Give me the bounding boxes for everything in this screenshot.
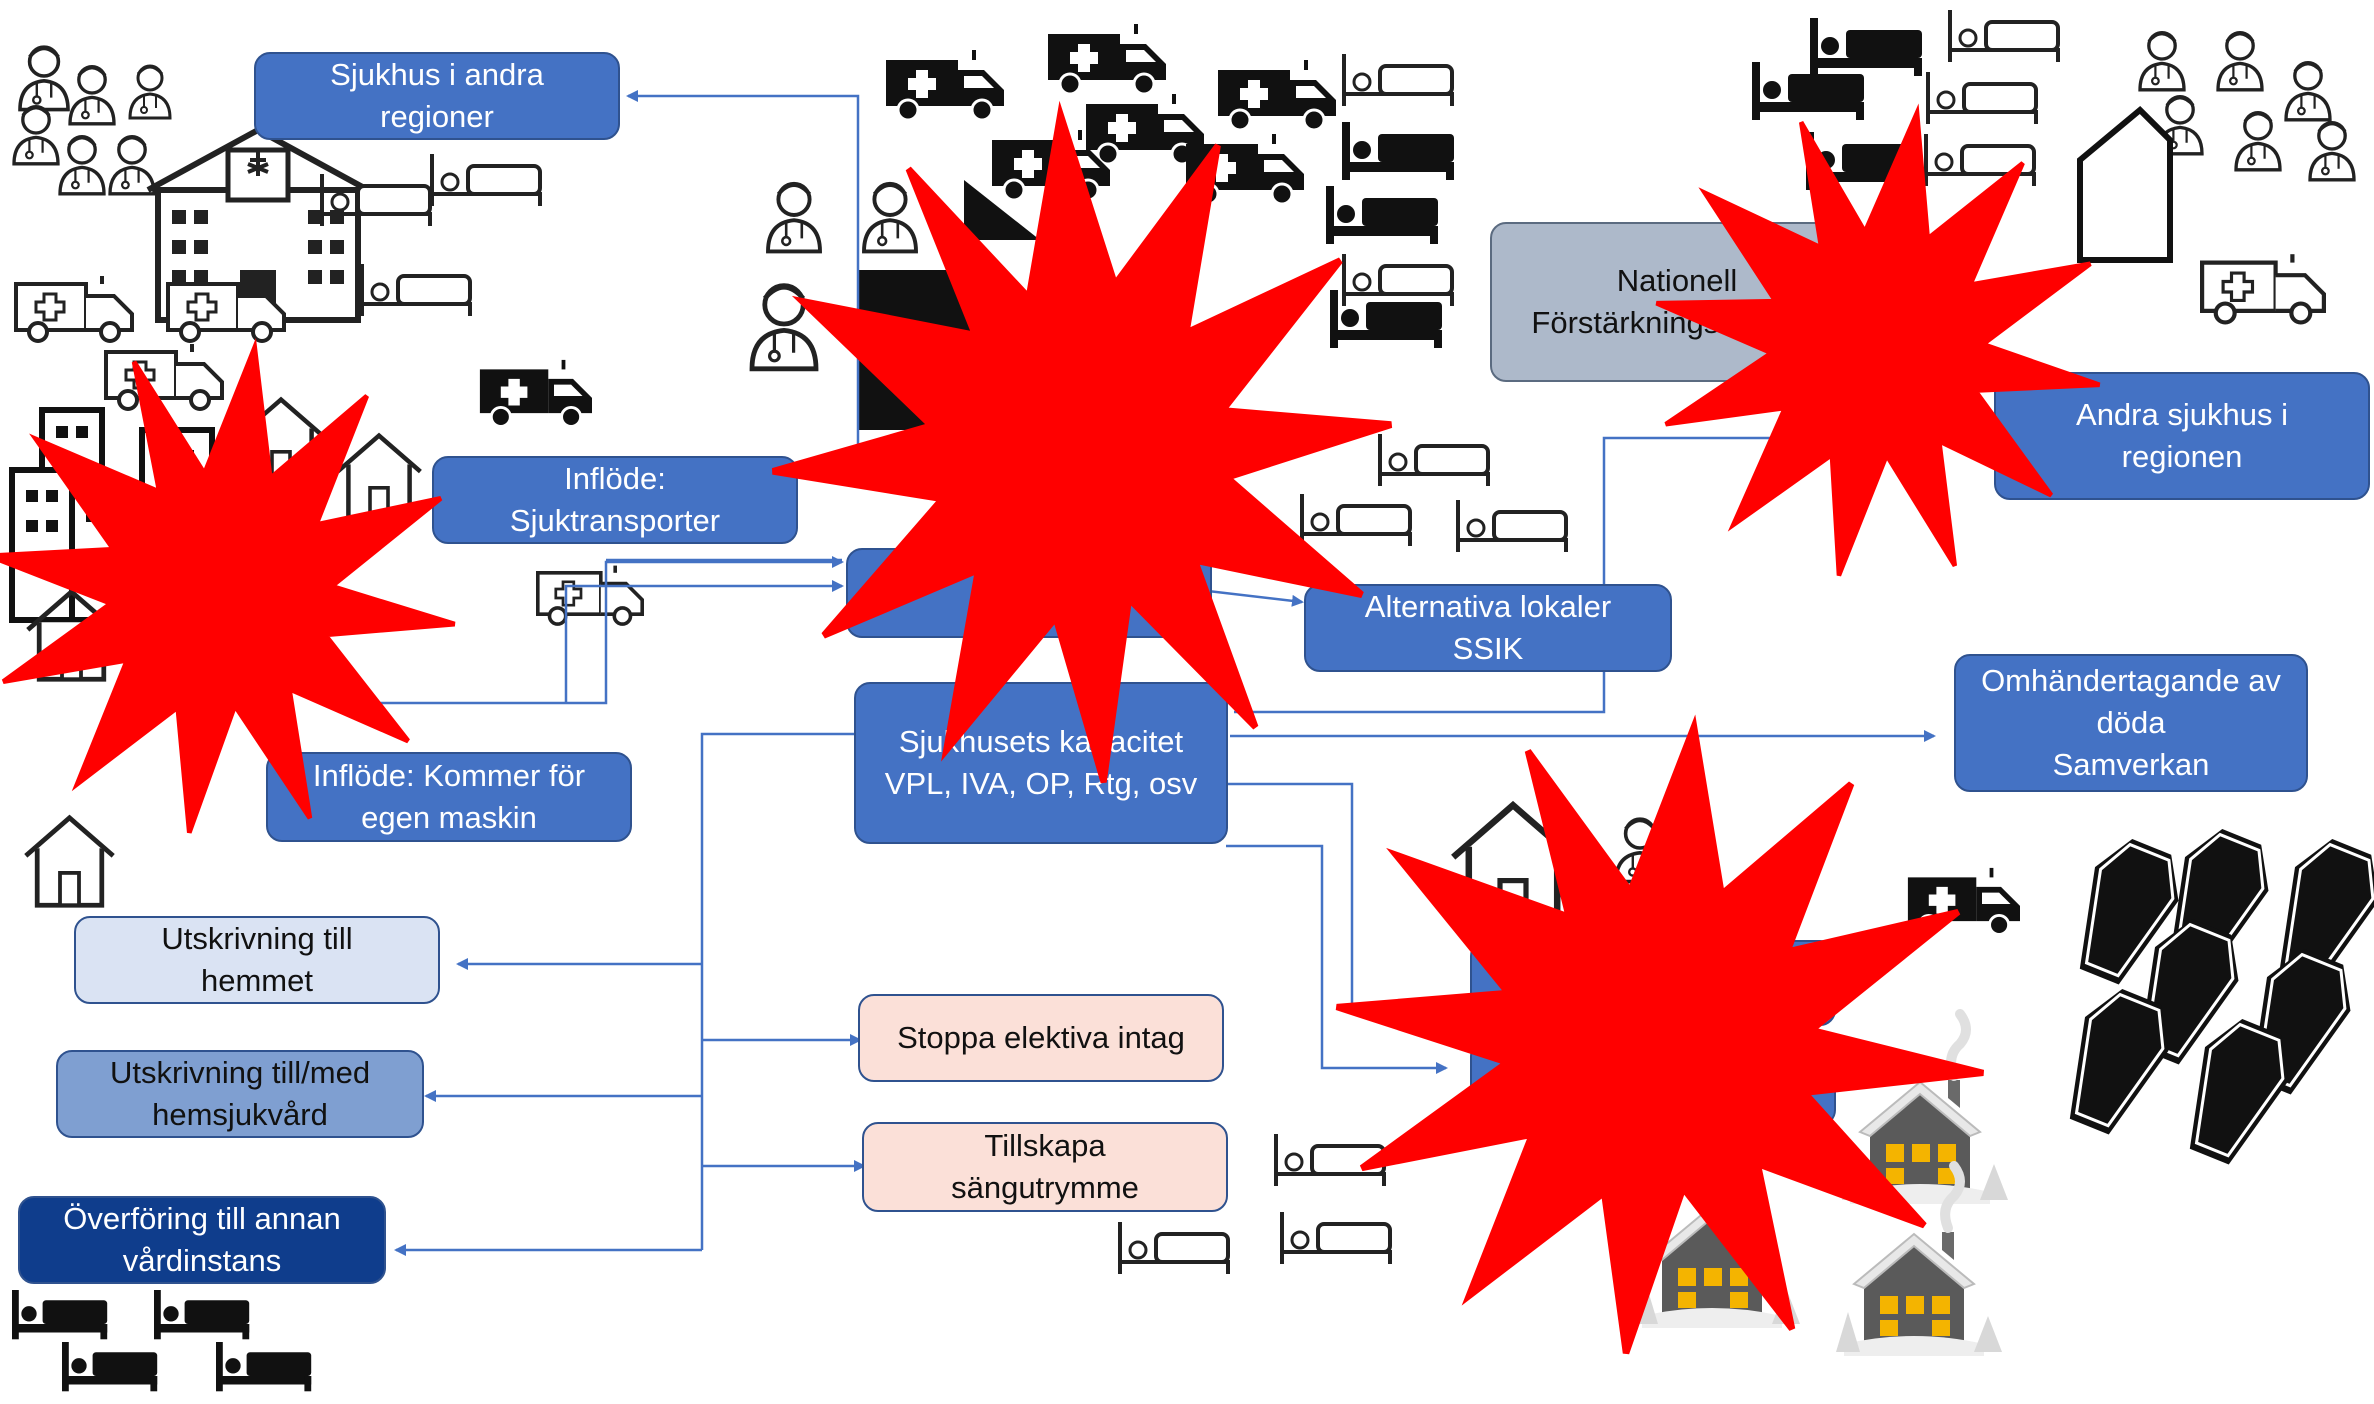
box-stoppa-elektiva-intag: Stoppa elektiva intag [858,994,1224,1082]
box-utskrivning-hemmet: Utskrivning till hemmet [74,916,440,1004]
box-alternativa-lokaler: Alternativa lokaler SSIK [1304,584,1672,672]
box-andra-sjukhus-regionen: Andra sjukhus i regionen [1994,372,2370,500]
box-sjukhusets-kapacitet: Sjukhusets kapacitet VPL, IVA, OP, Rtg, … [854,682,1228,844]
box-tillskapa-sangutrymme: Tillskapa sängutrymme [862,1122,1228,1212]
hospital-icon [2077,105,2173,263]
box-sjukhus-andra-regioner: Sjukhus i andra regioner [254,52,620,140]
box-utskrivning-hemsjukvard: Utskrivning till/med hemsjukvård [56,1050,424,1138]
box-omhandertagande-doda: Omhändertagande av döda Samverkan [1954,654,2308,792]
box-inflode-egen-maskin: Inflöde: Kommer för egen maskin [266,752,632,842]
box-overforing-annan-vardinstans: Överföring till annan vårdinstans [18,1196,386,1284]
box-inflode-sjuktransporter: Inflöde: Sjuktransporter [432,456,798,544]
